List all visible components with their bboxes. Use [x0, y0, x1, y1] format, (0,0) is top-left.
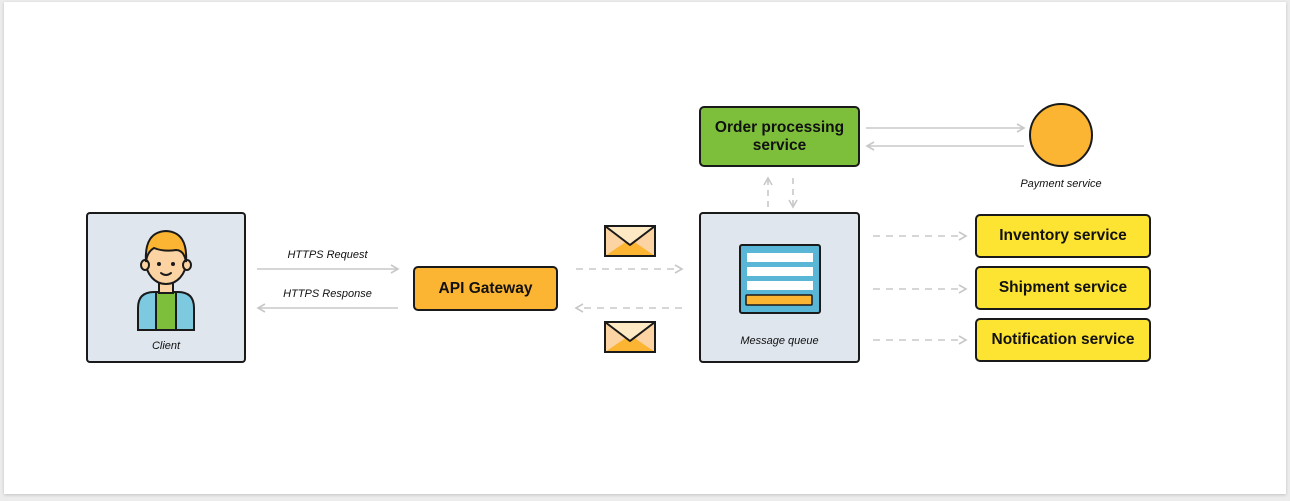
payment-service-node[interactable]: [1029, 103, 1093, 167]
https-request-label: HTTPS Request: [287, 249, 368, 261]
client-label: Client: [151, 340, 181, 352]
message-queue-node[interactable]: Message queue: [699, 212, 860, 363]
https-response-label: HTTPS Response: [283, 288, 372, 300]
notification-service-node[interactable]: Notification service: [975, 318, 1151, 362]
api-gateway-node[interactable]: API Gateway: [413, 266, 558, 311]
inventory-service-node[interactable]: Inventory service: [975, 214, 1151, 258]
order-service-label-line2: service: [752, 136, 807, 154]
order-service-label-line1: Order processing: [714, 118, 845, 136]
order-processing-service-node[interactable]: Order processing service: [699, 106, 860, 167]
client-node[interactable]: Client: [86, 212, 246, 363]
payment-service-label: Payment service: [1020, 178, 1102, 190]
shipment-service-node[interactable]: Shipment service: [975, 266, 1151, 310]
queue-icon: [739, 244, 821, 314]
person-icon: [137, 229, 195, 331]
message-queue-label: Message queue: [740, 335, 819, 347]
envelope-icon: [604, 321, 656, 353]
envelope-icon: [604, 225, 656, 257]
